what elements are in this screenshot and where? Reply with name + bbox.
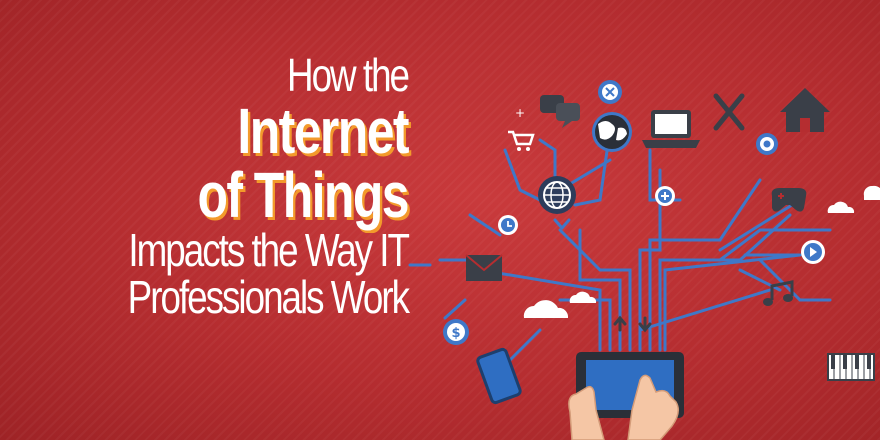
plus-small-icon: + — [515, 106, 525, 120]
music-icon — [763, 280, 794, 306]
headline-line-how-the: How the — [287, 49, 410, 101]
phone-icon — [476, 347, 522, 405]
svg-text:$: $ — [451, 326, 460, 341]
laptop-icon — [642, 110, 700, 148]
chat-icon — [540, 95, 580, 128]
www-globe-icon — [538, 176, 576, 214]
dollar-icon: $ — [443, 319, 469, 345]
plus-icon — [655, 186, 675, 206]
target-icon — [756, 133, 778, 155]
headline: How the Internet of Things Impacts the W… — [8, 49, 410, 323]
gamepad-icon — [771, 188, 807, 212]
close-icon — [598, 80, 622, 104]
cloud-icon — [523, 185, 880, 318]
headline-line-impacts: Impacts the Way IT — [128, 224, 410, 276]
clock-icon — [498, 215, 518, 235]
tools-icon — [713, 93, 745, 131]
network-wires — [408, 128, 832, 362]
house-icon — [780, 88, 830, 132]
mail-icon — [465, 254, 503, 281]
play-icon — [801, 240, 825, 264]
headline-line-internet: Internet — [237, 95, 409, 167]
globe-icon — [592, 112, 632, 152]
headline-line-professionals: Professionals Work — [127, 271, 410, 323]
hand-icon — [568, 374, 679, 440]
cart-icon — [508, 130, 535, 151]
piano-icon — [827, 353, 875, 381]
headline-line-of-things: of Things — [197, 159, 409, 231]
